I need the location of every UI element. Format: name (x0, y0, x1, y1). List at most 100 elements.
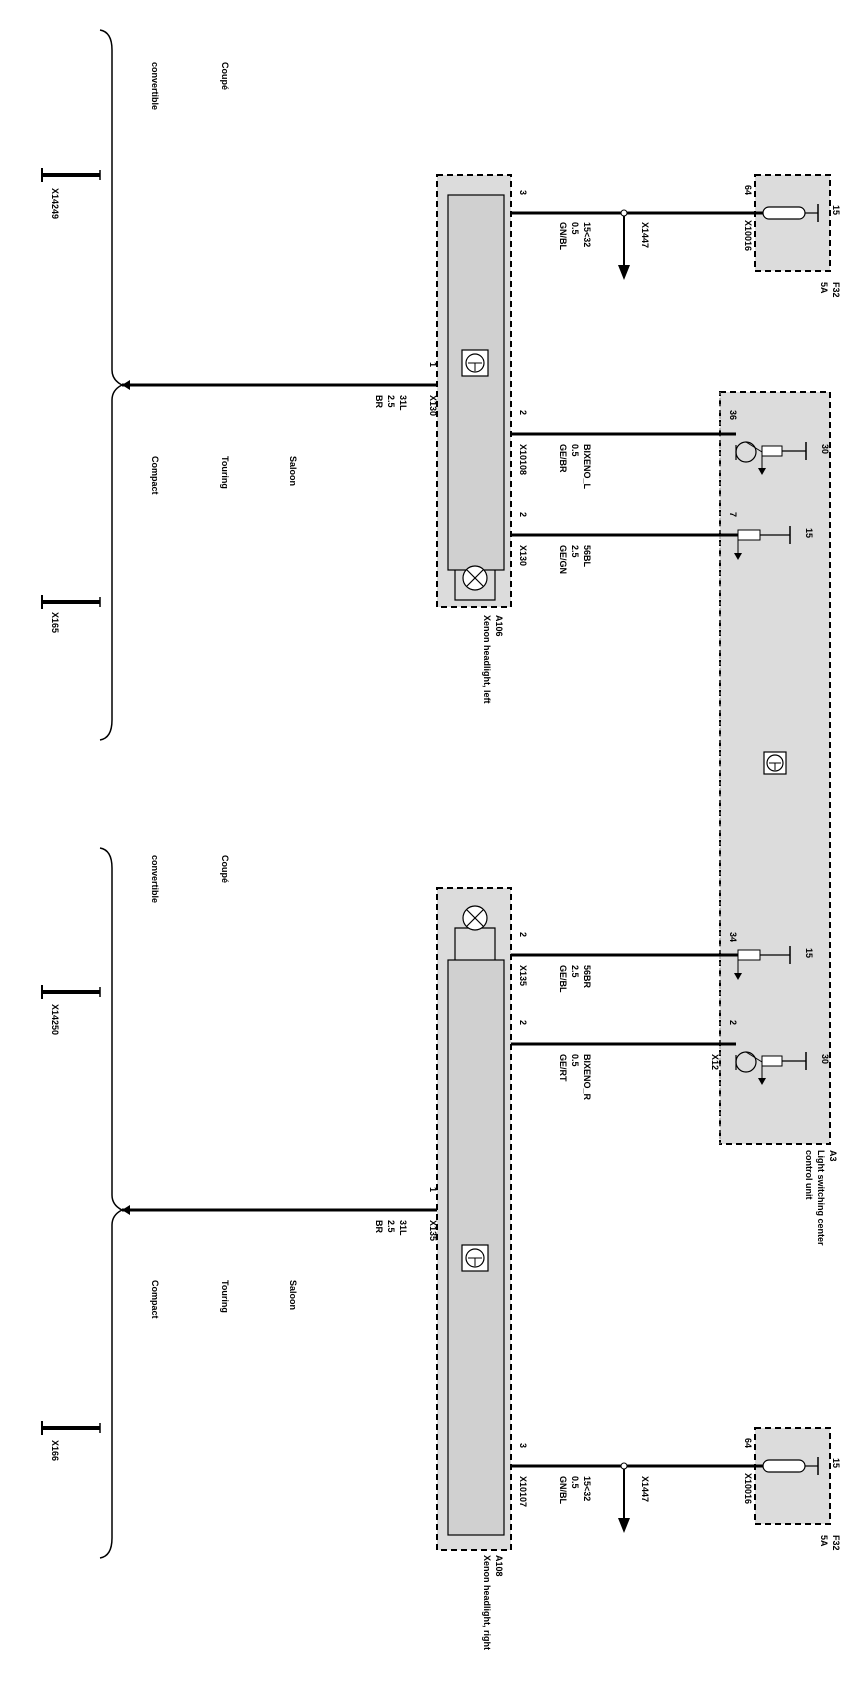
a3-output-56bl (734, 526, 791, 560)
wire-pin: 2 (518, 512, 528, 517)
wire-signal: 31L (398, 395, 408, 411)
ground-connector-label: X14249 (50, 188, 60, 219)
wire-signal: BIXENO_R (582, 1054, 592, 1101)
wire-pin: 7 (728, 512, 738, 517)
wire-color: GE/GN (558, 545, 568, 574)
fuse-id: F32 (831, 282, 841, 298)
variant-label: Touring (220, 456, 230, 489)
wire-pin: 3 (518, 190, 528, 195)
wire-signal: 56BL (582, 545, 592, 568)
fuse-connector: X10016 (743, 1473, 753, 1504)
variant-label: convertible (150, 62, 160, 110)
wire-connector: X135 (428, 1220, 438, 1241)
variant-label: Compact (150, 456, 160, 495)
variant-label: convertible (150, 855, 160, 903)
ground-connector-label: X165 (50, 612, 60, 633)
wire-pin: 2 (728, 1020, 738, 1025)
wire-pin: 34 (728, 932, 738, 942)
wire-size: 2.5 (570, 545, 580, 558)
wire-signal: 31L (398, 1220, 408, 1236)
variant-label: Saloon (288, 456, 298, 486)
a3-pin-label: 15 (804, 528, 814, 538)
wire-size: 0.5 (570, 222, 580, 235)
wire-left-supply (511, 209, 763, 280)
fuse-connector: X10016 (743, 220, 753, 251)
variant-label: Compact (150, 1280, 160, 1319)
wire-connector: X130 (428, 395, 438, 416)
component-name-a108: Xenon headlight, right (482, 1555, 492, 1650)
fuse-pin-in: 15 (831, 205, 841, 215)
component-name-a106: Xenon headlight, left (482, 615, 492, 704)
ground-connector-label: X166 (50, 1440, 60, 1461)
a3-output-56br (734, 946, 791, 980)
wire-pin: 2 (518, 410, 528, 415)
wire-connector: X130 (518, 545, 528, 566)
wire-color: GN/BL (558, 1476, 568, 1505)
wire-splice: X1447 (640, 222, 650, 248)
component-a3 (719, 391, 831, 1145)
fuse-rating: 5A (819, 282, 829, 294)
ground-connector-label: X14250 (50, 1004, 60, 1035)
variant-brace-right (99, 847, 124, 1559)
ground-marker-x14249 (41, 168, 101, 182)
wire-left-ground (122, 380, 437, 390)
wire-connector: X10108 (518, 444, 528, 475)
wire-pin: 2 (518, 1020, 528, 1025)
wire-pin: 3 (518, 1443, 528, 1448)
wire-color: GE/RT (558, 1054, 568, 1082)
component-a106 (436, 174, 512, 608)
fuse-rating: 5A (819, 1535, 829, 1547)
a3-output-bixeno-r (735, 1051, 807, 1085)
wire-color: GN/BL (558, 222, 568, 251)
fuse-pin-out: 64 (743, 1438, 753, 1448)
fuse-f32-bottom (754, 1427, 831, 1525)
wire-color: GE/BR (558, 444, 568, 473)
wire-color: BR (374, 395, 384, 408)
wire-connector: X135 (518, 965, 528, 986)
variant-label: Saloon (288, 1280, 298, 1310)
wire-pin: 1 (428, 362, 438, 367)
component-name-a3: control unit (804, 1150, 814, 1200)
wire-signal: 15<32 (582, 1476, 592, 1501)
a3-output-bixeno-l (735, 441, 807, 475)
wire-size: 2.5 (386, 1220, 396, 1233)
component-id-a108: A108 (494, 1555, 504, 1577)
fuse-f32-top (754, 174, 831, 272)
wire-size: 2.5 (386, 395, 396, 408)
component-id-a106: A106 (494, 615, 504, 637)
wire-size: 0.5 (570, 1476, 580, 1489)
wire-size: 0.5 (570, 1054, 580, 1067)
wire-signal: BIXENO_L (582, 444, 592, 490)
fuse-id: F32 (831, 1535, 841, 1551)
variant-label: Touring (220, 1280, 230, 1313)
wire-signal: 56BR (582, 965, 592, 989)
ground-marker-x14250 (41, 985, 101, 999)
component-id-a3: A3 (828, 1150, 838, 1162)
wire-size: 0.5 (570, 444, 580, 457)
ground-marker-x166 (41, 1421, 101, 1435)
wire-connector: X12 (710, 1054, 720, 1070)
wire-pin: 1 (428, 1187, 438, 1192)
fuse-pin-out: 64 (743, 185, 753, 195)
wire-signal: 15<32 (582, 222, 592, 247)
a3-pin-label: 15 (804, 948, 814, 958)
wire-right-ground (122, 1205, 437, 1215)
wire-pin: 2 (518, 932, 528, 937)
variant-brace-left (99, 29, 124, 741)
a3-pin-label: 30 (820, 1054, 830, 1064)
fuse-pin-in: 15 (831, 1458, 841, 1468)
wire-color: BR (374, 1220, 384, 1233)
wire-pin: 36 (728, 410, 738, 420)
component-a108 (436, 887, 512, 1551)
wire-connector: X10107 (518, 1476, 528, 1507)
wire-right-supply (511, 1462, 763, 1533)
variant-label: Coupé (220, 855, 230, 883)
a3-pin-label: 30 (820, 444, 830, 454)
ground-marker-x165 (41, 595, 101, 609)
wire-color: GE/BL (558, 965, 568, 993)
wire-size: 2.5 (570, 965, 580, 978)
component-name-a3: Light switching center (816, 1150, 826, 1246)
wire-splice: X1447 (640, 1476, 650, 1502)
variant-label: Coupé (220, 62, 230, 90)
